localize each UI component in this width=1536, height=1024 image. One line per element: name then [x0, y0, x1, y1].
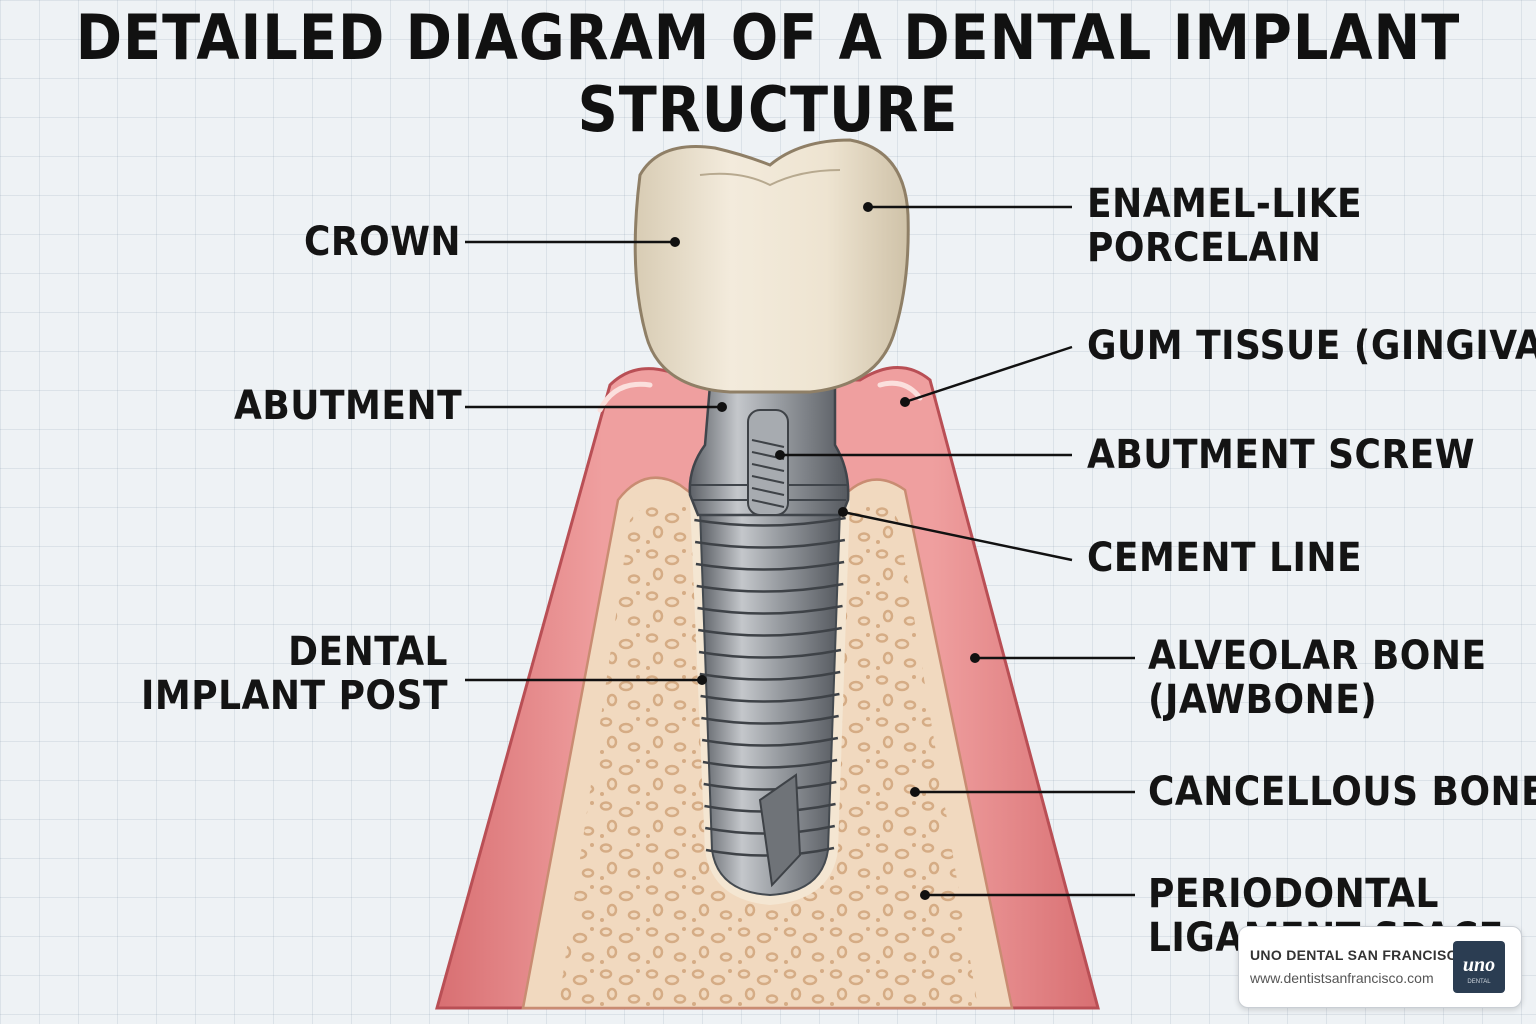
label-alveolar: ALVEOLAR BONE (JAWBONE) — [1148, 633, 1487, 723]
abutment-screw — [747, 409, 789, 516]
crown-highlight — [699, 169, 841, 187]
label-enamel: ENAMEL-LIKE PORCELAIN — [1087, 181, 1363, 271]
gum-highlight-right — [877, 380, 923, 401]
brand-logo-text: uno — [1463, 954, 1495, 976]
brand-logo: uno DENTAL — [1453, 941, 1505, 993]
brand-logo-sub: DENTAL — [1467, 979, 1491, 985]
implant-thread — [694, 516, 846, 527]
brand-url[interactable]: www.dentistsanfrancisco.com — [1250, 970, 1434, 986]
brand-badge[interactable]: UNO DENTAL SAN FRANCISCO www.dentistsanf… — [1238, 926, 1522, 1008]
implant-thread — [702, 758, 838, 769]
implant-thread — [703, 780, 837, 791]
label-gum: GUM TISSUE (GINGIVA) — [1087, 323, 1536, 369]
label-abutment: ABUTMENT — [234, 383, 463, 429]
label-implant-post: DENTAL IMPLANT POST — [141, 629, 448, 719]
implant-thread — [698, 626, 843, 637]
implant-thread — [700, 692, 840, 703]
label-cancellous: CANCELLOUS BONE — [1148, 769, 1536, 815]
implant-thread — [701, 736, 839, 747]
implant-thread — [697, 604, 843, 615]
implant-thread — [701, 714, 839, 725]
gum-highlight-left — [597, 381, 653, 413]
brand-name: UNO DENTAL SAN FRANCISCO — [1250, 947, 1469, 963]
implant-threads — [694, 516, 846, 857]
crown — [633, 138, 910, 394]
implant-thread — [694, 538, 846, 549]
implant-thread — [698, 648, 842, 659]
implant-thread — [696, 582, 844, 593]
label-crown: CROWN — [304, 219, 462, 265]
abutment — [688, 383, 850, 517]
leader-dots — [670, 202, 980, 900]
label-abutment-screw: ABUTMENT SCREW — [1087, 432, 1475, 478]
implant-post — [694, 509, 846, 897]
leader-lines — [465, 205, 1135, 897]
implant-thread — [695, 560, 845, 571]
label-cement-line: CEMENT LINE — [1087, 535, 1363, 581]
implant-thread — [699, 670, 841, 681]
page-title: DETAILED DIAGRAM OF A DENTAL IMPLANT STR… — [75, 1, 1461, 146]
